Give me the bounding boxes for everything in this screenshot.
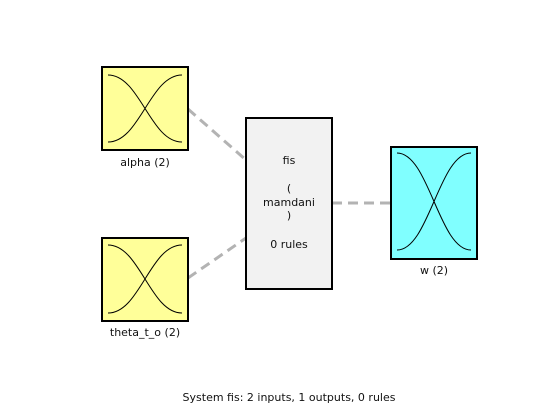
input-label-theta-t-o: theta_t_o (2) bbox=[109, 326, 181, 339]
system-rules-count: 0 rules bbox=[270, 238, 308, 251]
system-name: fis bbox=[282, 154, 296, 167]
input-block-alpha[interactable] bbox=[101, 66, 189, 151]
system-block-fis[interactable] bbox=[245, 117, 333, 290]
connector-theta-to-fis bbox=[187, 236, 247, 280]
output-block-w[interactable] bbox=[390, 146, 478, 260]
system-paren-open: ( bbox=[286, 182, 292, 195]
membership-curve-rising bbox=[107, 244, 183, 314]
output-label-w: w (2) bbox=[419, 264, 449, 277]
input-label-alpha: alpha (2) bbox=[120, 156, 170, 169]
membership-curve-rising bbox=[396, 152, 472, 251]
connector-alpha-to-fis bbox=[187, 107, 247, 162]
system-type: mamdani bbox=[263, 196, 315, 209]
system-summary: System fis: 2 inputs, 1 outputs, 0 rules bbox=[182, 391, 396, 404]
membership-curve-rising bbox=[107, 74, 183, 143]
input-block-theta-t-o[interactable] bbox=[101, 237, 189, 322]
system-paren-close: ) bbox=[286, 209, 292, 222]
